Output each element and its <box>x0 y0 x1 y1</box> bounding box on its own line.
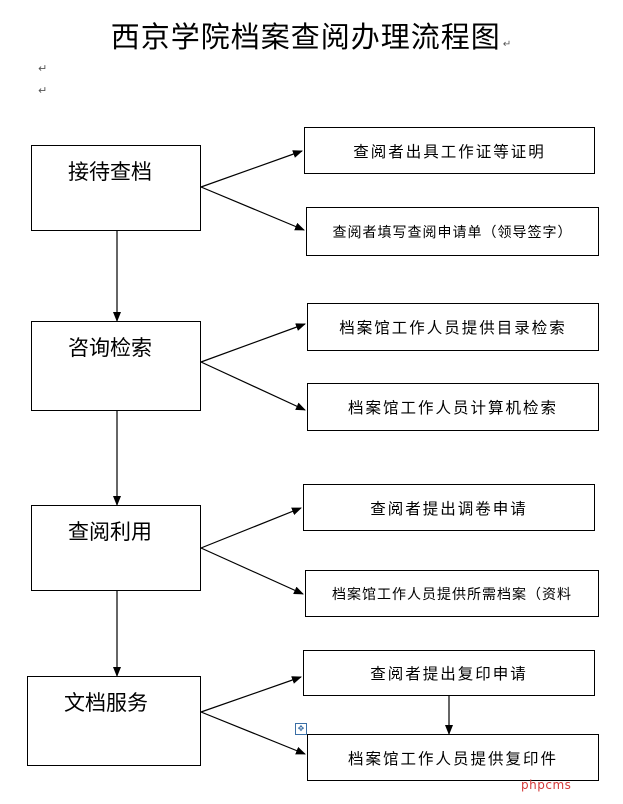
step-box-consult-search: 咨询检索 <box>31 321 201 411</box>
step-box-access-use: 查阅利用 <box>31 505 201 591</box>
detail-text: 查阅者填写查阅申请单（领导签字） <box>332 224 573 241</box>
watermark-logo: phpcms <box>521 778 572 792</box>
arrow-step1-to-item2 <box>200 186 305 231</box>
detail-text: 查阅者出具工作证等证明 <box>353 142 546 161</box>
detail-box: 查阅者提出复印申请 <box>303 650 595 696</box>
arrow-step3-to-item2 <box>200 547 304 595</box>
step-label: 接待查档 <box>68 160 152 184</box>
paragraph-mark: ↵ <box>38 84 48 97</box>
detail-text: 档案馆工作人员提供复印件 <box>347 749 558 768</box>
detail-box: 档案馆工作人员计算机检索 <box>307 383 599 431</box>
step-label: 查阅利用 <box>68 520 152 544</box>
step-box-document-service: 文档服务 <box>27 676 201 766</box>
page-title: 西京学院档案查阅办理流程图↵ <box>110 20 513 54</box>
arrow-step1-to-item1 <box>200 150 303 188</box>
detail-box: 档案馆工作人员提供目录检索 <box>307 303 599 351</box>
detail-box: 查阅者填写查阅申请单（领导签字） <box>306 207 599 256</box>
move-handle-icon[interactable]: ✥ <box>295 723 307 735</box>
detail-text: 档案馆工作人员计算机检索 <box>347 399 558 417</box>
detail-box: 查阅者出具工作证等证明 <box>304 127 595 174</box>
detail-box: 查阅者提出调卷申请 <box>303 484 595 531</box>
arrow-step2-to-item2 <box>200 361 306 411</box>
detail-text: 档案馆工作人员提供目录检索 <box>339 319 567 337</box>
step-label: 文档服务 <box>64 691 148 715</box>
arrow-step3-to-item1 <box>200 507 302 549</box>
detail-text: 档案馆工作人员提供所需档案（资料 <box>332 586 572 603</box>
paragraph-mark: ↵ <box>502 39 513 50</box>
detail-box: 档案馆工作人员提供复印件 <box>307 734 599 781</box>
arrow-step4-to-item2 <box>200 711 306 755</box>
step-box-reception: 接待查档 <box>31 145 201 231</box>
detail-text: 查阅者提出调卷申请 <box>370 499 528 518</box>
detail-box: 档案馆工作人员提供所需档案（资料 <box>305 570 599 617</box>
detail-text: 查阅者提出复印申请 <box>370 665 528 683</box>
step-label: 咨询检索 <box>68 336 152 360</box>
arrow-step4-to-item1 <box>200 676 302 713</box>
paragraph-mark: ↵ <box>38 62 48 75</box>
arrow-step2-to-item1 <box>200 323 306 363</box>
